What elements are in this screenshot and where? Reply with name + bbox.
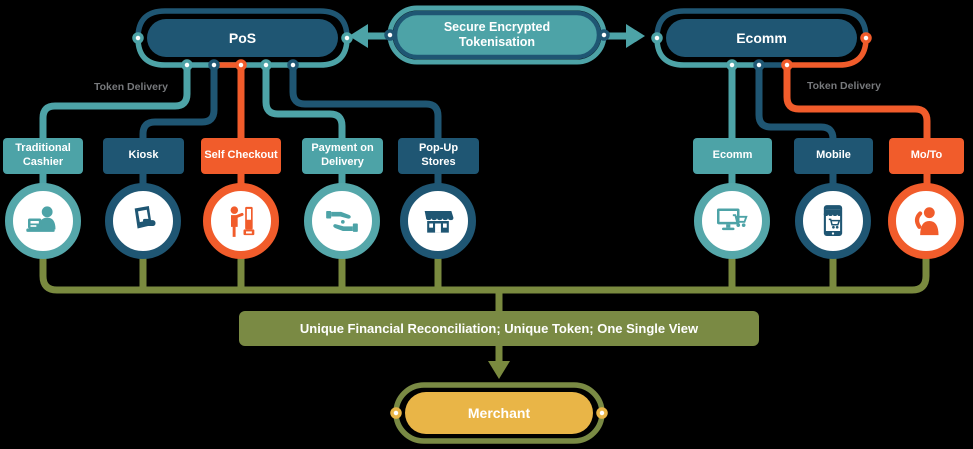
channel-label-payment-on-delivery: Payment on Delivery <box>302 138 383 174</box>
reconciliation-bar: Unique Financial Reconciliation; Unique … <box>239 311 759 346</box>
channel-circle-kiosk <box>105 183 181 259</box>
payment-hands-icon <box>326 211 358 232</box>
channel-circle-moto <box>888 183 964 259</box>
phone-order-icon <box>914 207 939 236</box>
tokenisation-node-label: Secure Encrypted Tokenisation <box>443 20 551 49</box>
channel-label-self-checkout: Self Checkout <box>201 138 281 174</box>
pos-branch-lines <box>39 65 442 185</box>
ecomm-node: Ecomm <box>666 19 857 57</box>
merchant-node: Merchant <box>405 392 593 434</box>
channel-circle-payment-on-delivery <box>304 183 380 259</box>
channel-circle-traditional-cashier <box>5 183 81 259</box>
tokenisation-node: Secure Encrypted Tokenisation <box>399 16 595 54</box>
channel-circle-mobile <box>795 183 871 259</box>
channel-label-kiosk: Kiosk <box>103 138 184 174</box>
channel-label-ecomm: Ecomm <box>693 138 772 174</box>
arrow-to-pos <box>349 24 389 48</box>
self-checkout-icon <box>230 206 255 237</box>
connection-dots <box>132 29 872 419</box>
channel-label-mobile: Mobile <box>794 138 873 174</box>
channel-circle-pop-up-stores <box>400 183 476 259</box>
mobile-shop-icon <box>823 205 843 236</box>
pos-node: PoS <box>147 19 338 57</box>
cashier-icon <box>26 206 56 232</box>
channel-label-traditional-cashier: Traditional Cashier <box>3 138 83 174</box>
channel-circle-ecomm <box>694 183 770 259</box>
token-delivery-label-right: Token Delivery <box>807 80 881 92</box>
token-delivery-label-left: Token Delivery <box>94 81 168 93</box>
reconciliation-bus <box>39 252 930 362</box>
kiosk-icon <box>134 206 156 229</box>
channel-circle-self-checkout <box>203 183 279 259</box>
ecommerce-cart-icon <box>717 208 748 231</box>
storefront-icon <box>424 211 454 233</box>
channel-label-moto: Mo/To <box>889 138 964 174</box>
merchant-arrowhead <box>488 361 510 379</box>
arrow-to-ecomm <box>605 24 645 48</box>
channel-label-pop-up-stores: Pop-Up Stores <box>398 138 479 174</box>
